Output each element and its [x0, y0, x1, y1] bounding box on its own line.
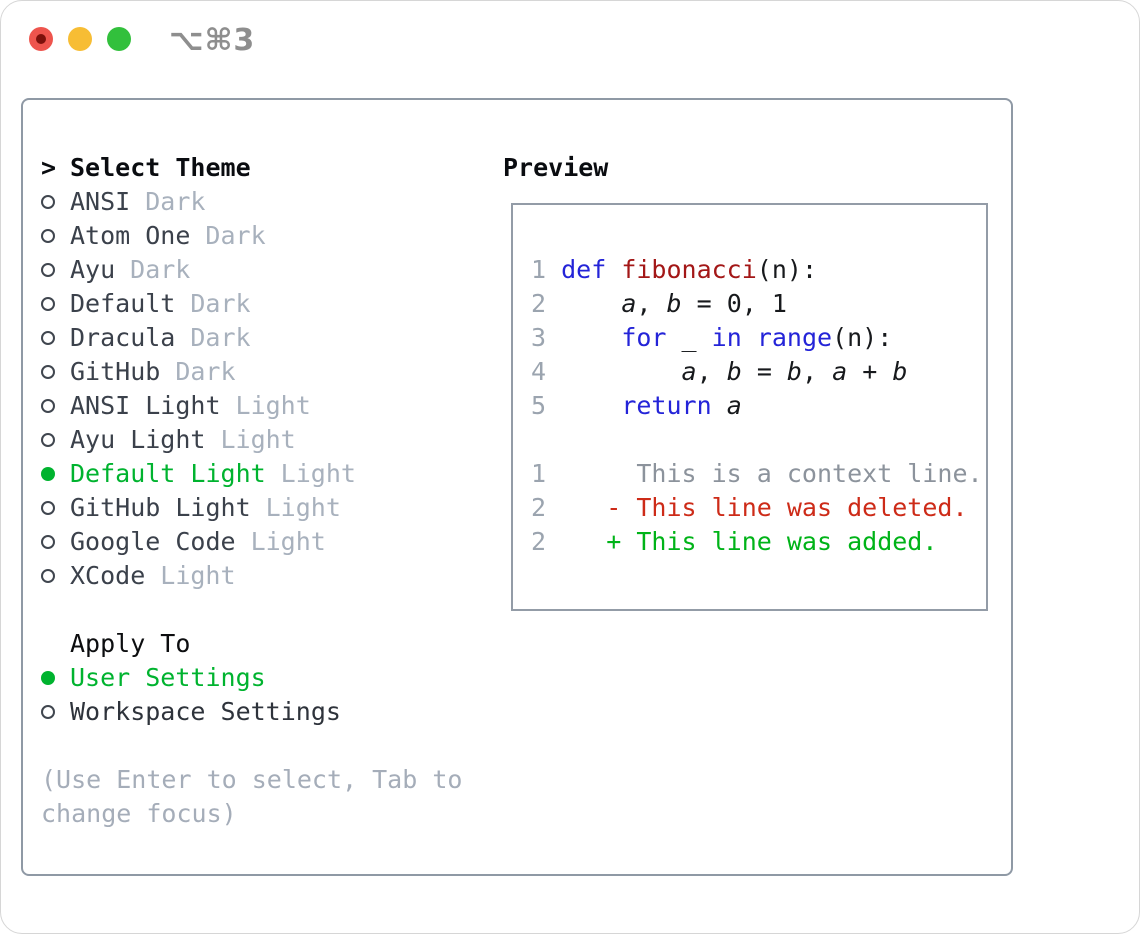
preview-title: Preview: [503, 153, 609, 182]
theme-variant-tag: Light: [280, 459, 356, 488]
theme-name: Dracula: [70, 323, 176, 352]
theme-option-default[interactable]: Default Dark: [41, 287, 356, 321]
theme-name: GitHub: [70, 357, 161, 386]
apply-option-workspace-settings[interactable]: Workspace Settings: [41, 695, 341, 729]
radio-unselected-icon: [41, 262, 55, 277]
theme-option-dracula[interactable]: Dracula Dark: [41, 321, 356, 355]
radio-unselected-icon: [41, 228, 55, 243]
theme-name: XCode: [70, 561, 146, 590]
theme-option-ayu[interactable]: Ayu Dark: [41, 253, 356, 287]
theme-option-xcode[interactable]: XCode Light: [41, 559, 356, 593]
radio-unselected-icon: [41, 704, 55, 719]
theme-variant-tag: Light: [235, 391, 311, 420]
radio-unselected-icon: [41, 398, 55, 413]
close-button[interactable]: [29, 27, 53, 51]
radio-unselected-icon: [41, 364, 55, 379]
radio-selected-icon: [41, 670, 55, 685]
theme-variant-tag: Light: [220, 425, 296, 454]
radio-unselected-icon: [41, 194, 55, 209]
theme-variant-tag: Dark: [175, 357, 236, 386]
theme-option-github-light[interactable]: GitHub Light Light: [41, 491, 356, 525]
window-titlebar: ⌥⌘3: [1, 1, 1139, 98]
theme-option-google-code[interactable]: Google Code Light: [41, 525, 356, 559]
theme-variant-tag: Light: [265, 493, 341, 522]
code-line: 1 This is a context line.: [531, 459, 983, 488]
theme-name: Ayu Light: [70, 425, 206, 454]
theme-name: Google Code: [70, 527, 236, 556]
apply-to-title: Apply To: [70, 629, 191, 658]
theme-option-atom-one[interactable]: Atom One Dark: [41, 219, 356, 253]
theme-name: Default Light: [70, 459, 266, 488]
theme-name: Ayu: [70, 255, 116, 284]
minimize-button[interactable]: [68, 27, 92, 51]
theme-variant-tag: Dark: [130, 255, 191, 284]
theme-name: ANSI Light: [70, 391, 221, 420]
theme-option-ayu-light[interactable]: Ayu Light Light: [41, 423, 356, 457]
hint-line-2: change focus): [41, 799, 237, 828]
radio-unselected-icon: [41, 432, 55, 447]
code-line: [531, 423, 986, 457]
theme-variant-tag: Light: [160, 561, 236, 590]
radio-unselected-icon: [41, 500, 55, 515]
radio-selected-icon: [41, 466, 55, 481]
radio-unselected-icon: [41, 568, 55, 583]
zoom-button[interactable]: [107, 27, 131, 51]
preview-pane: 1 def fibonacci(n): 2 a, b = 0, 1 3 for _ …: [511, 203, 988, 611]
theme-variant-tag: Dark: [190, 323, 251, 352]
apply-option-label: User Settings: [70, 663, 266, 692]
theme-option-ansi[interactable]: ANSI Dark: [41, 185, 356, 219]
theme-name: GitHub Light: [70, 493, 251, 522]
theme-name: Default: [70, 289, 176, 318]
select-theme-title: Select Theme: [70, 153, 251, 182]
apply-option-user-settings[interactable]: User Settings: [41, 661, 341, 695]
select-theme-header: > Select Theme: [41, 151, 356, 185]
code-line: 1 def fibonacci(n):: [531, 255, 818, 284]
theme-name: Atom One: [70, 221, 191, 250]
code-line: 3 for _ in range(n):: [531, 323, 893, 352]
radio-unselected-icon: [41, 296, 55, 311]
code-preview: 1 def fibonacci(n): 2 a, b = 0, 1 3 for _ …: [513, 205, 986, 559]
theme-variant-tag: Dark: [205, 221, 266, 250]
theme-option-default-light[interactable]: Default Light Light: [41, 457, 356, 491]
theme-option-github[interactable]: GitHub Dark: [41, 355, 356, 389]
apply-option-label: Workspace Settings: [70, 697, 341, 726]
theme-variant-tag: Light: [250, 527, 326, 556]
code-line: 4 a, b = b, a + b: [531, 357, 908, 386]
theme-option-ansi-light[interactable]: ANSI Light Light: [41, 389, 356, 423]
hint-text: (Use Enter to select, Tab to change focu…: [41, 763, 462, 831]
code-line: 2 + This line was added.: [531, 527, 938, 556]
code-line: 2 a, b = 0, 1: [531, 289, 787, 318]
radio-unselected-icon: [41, 330, 55, 345]
theme-variant-tag: Dark: [145, 187, 206, 216]
focus-chevron-icon: >: [41, 153, 57, 182]
window-title: ⌥⌘3: [169, 23, 256, 58]
theme-variant-tag: Dark: [190, 289, 251, 318]
theme-name: ANSI: [70, 187, 131, 216]
code-line: 5 return a: [531, 391, 742, 420]
apply-to-header-row: Apply To: [41, 627, 341, 661]
code-line: 2 - This line was deleted.: [531, 493, 968, 522]
radio-unselected-icon: [41, 534, 55, 549]
hint-line-1: (Use Enter to select, Tab to: [41, 765, 463, 794]
